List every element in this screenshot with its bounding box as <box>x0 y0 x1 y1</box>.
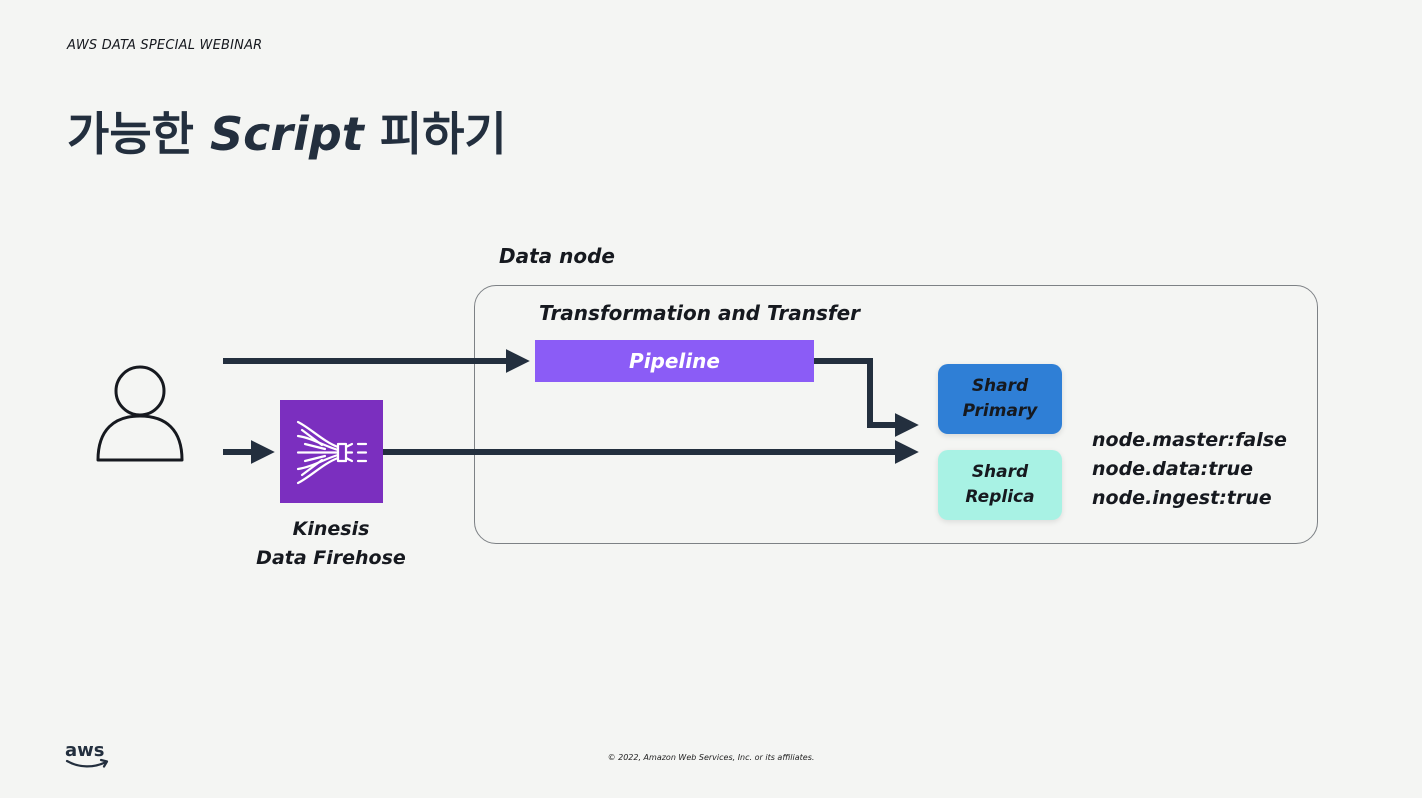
aws-logo-text: aws <box>65 740 105 761</box>
title-script-word: Script <box>209 107 364 161</box>
title-korean-prefix: 가능한 <box>67 107 194 161</box>
node-setting-data: node.data:true <box>1092 458 1254 480</box>
data-node-label: Data node <box>499 244 615 268</box>
pipeline-label: Pipeline <box>629 349 720 373</box>
node-setting-master: node.master:false <box>1092 429 1287 451</box>
aws-logo: aws <box>65 740 109 768</box>
shard-replica-line2: Replica <box>965 487 1035 507</box>
slide-title: 가능한 Script 피하기 <box>67 98 507 164</box>
shard-replica-line1: Shard <box>971 462 1029 482</box>
title-korean-suffix: 피하기 <box>379 107 507 161</box>
shard-primary-line1: Shard <box>971 376 1029 396</box>
kinesis-label-line1: Kinesis <box>292 518 370 540</box>
kinesis-label-line2: Data Firehose <box>256 547 406 569</box>
pipeline-box: Pipeline <box>535 340 814 382</box>
copyright-notice: © 2022, Amazon Web Services, Inc. or its… <box>607 753 815 762</box>
shard-replica-box: Shard Replica <box>938 450 1062 520</box>
node-setting-ingest: node.ingest:true <box>1092 487 1272 509</box>
kinesis-label: Kinesis Data Firehose <box>245 515 417 573</box>
user-icon <box>96 365 184 462</box>
transformation-label: Transformation and Transfer <box>539 301 861 325</box>
kinesis-firehose-icon <box>280 400 383 503</box>
shard-primary-line2: Primary <box>962 401 1038 421</box>
node-settings: node.master:false node.data:true node.in… <box>1092 426 1287 513</box>
shard-primary-box: Shard Primary <box>938 364 1062 434</box>
pipeline-to-primary-arrow <box>814 358 919 437</box>
data-node-container <box>474 285 1318 544</box>
webinar-label: AWS DATA SPECIAL WEBINAR <box>67 38 263 53</box>
